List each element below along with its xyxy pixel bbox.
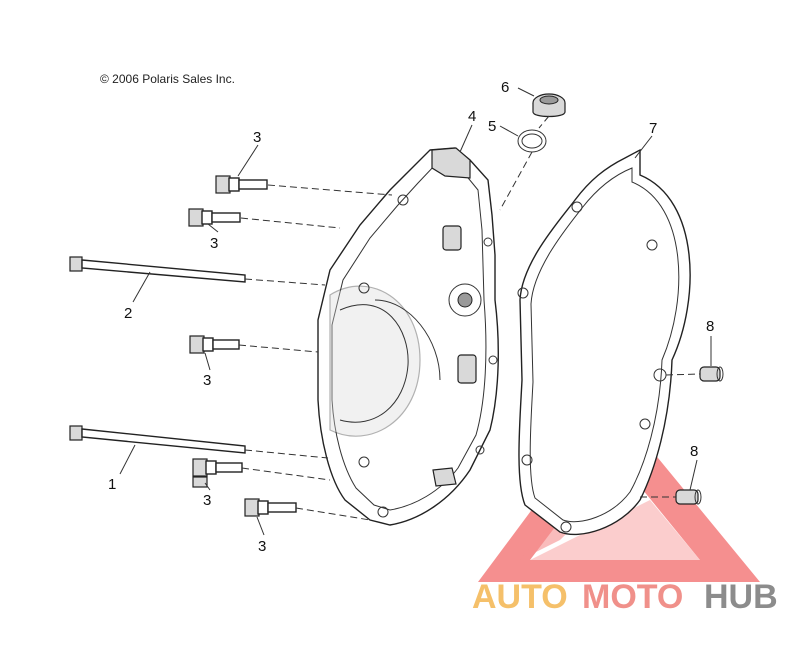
bolt-3-middle xyxy=(189,335,240,354)
callout-8-lower: 8 xyxy=(690,443,698,460)
callout-6: 6 xyxy=(501,79,509,96)
callout-4: 4 xyxy=(468,108,476,125)
long-bolt-1 xyxy=(69,425,246,454)
callout-3-top: 3 xyxy=(253,129,261,146)
watermark-hub: HUB xyxy=(704,578,778,616)
callout-3-second: 3 xyxy=(210,235,218,252)
leader-lines xyxy=(119,87,712,536)
watermark-text: AUTO MOTO HUB xyxy=(472,578,778,616)
long-bolt-2 xyxy=(69,256,246,283)
watermark-triangle xyxy=(478,402,760,582)
plug-6 xyxy=(532,93,566,118)
bolt-3-top xyxy=(215,175,268,194)
callout-3-bottom: 3 xyxy=(258,538,266,555)
bolt-3-bottom xyxy=(244,498,297,517)
gasket-7 xyxy=(517,148,691,536)
callout-7: 7 xyxy=(649,120,657,137)
dowel-pin-8b xyxy=(675,489,702,505)
copyright-text: © 2006 Polaris Sales Inc. xyxy=(100,72,235,86)
bolt-3-lower xyxy=(192,458,243,488)
o-ring-5 xyxy=(517,129,547,153)
bolt-3-second xyxy=(188,208,241,227)
dowel-pin-8a xyxy=(699,366,724,382)
callout-5: 5 xyxy=(488,118,496,135)
assembly-lines xyxy=(238,115,701,521)
cover-4 xyxy=(317,147,499,526)
callout-3-lower: 3 xyxy=(203,492,211,509)
callout-2: 2 xyxy=(124,305,132,322)
callout-1: 1 xyxy=(108,476,116,493)
callout-8-upper: 8 xyxy=(706,318,714,335)
watermark-auto: AUTO xyxy=(472,578,568,616)
watermark-moto: MOTO xyxy=(582,578,683,616)
callout-3-middle: 3 xyxy=(203,372,211,389)
